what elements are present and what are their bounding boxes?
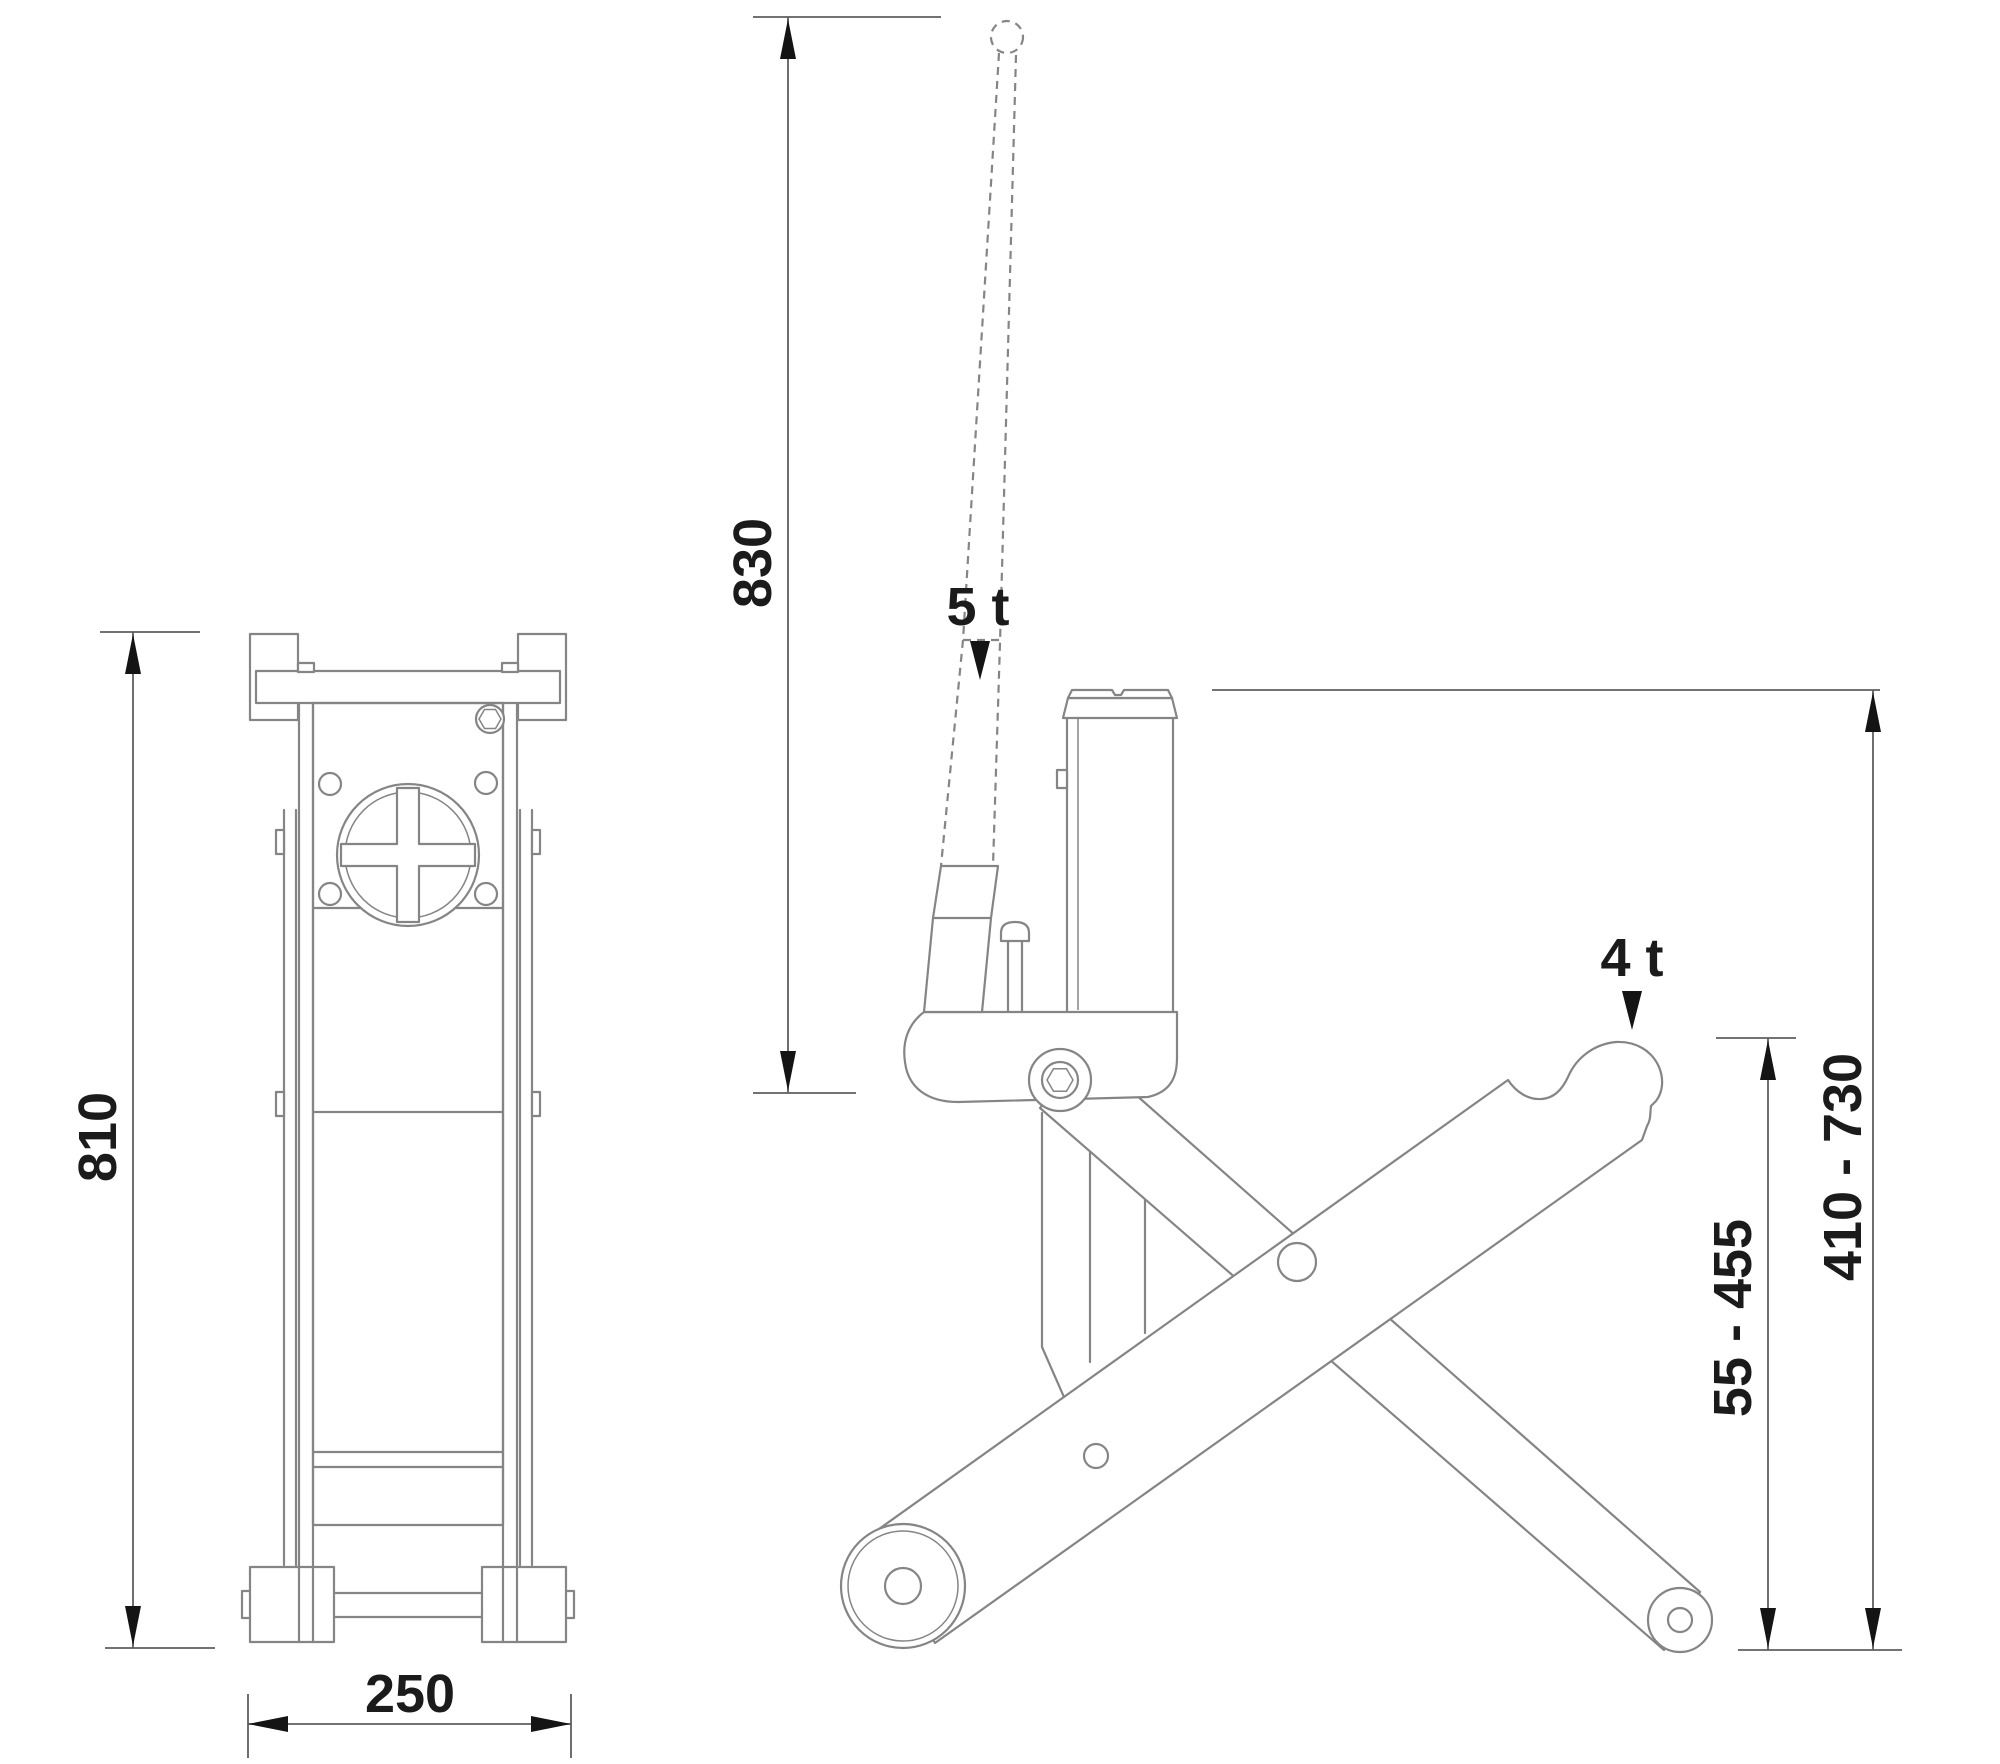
dim-810-arrow-down <box>125 1606 141 1646</box>
cylinder-flange <box>1061 696 1179 720</box>
hex-bolt-facets <box>478 708 502 730</box>
dimension-410-730: 410 - 730 <box>1813 690 1881 1650</box>
dim-830-arrow-up <box>780 19 796 59</box>
dimension-810: 810 <box>68 631 215 1649</box>
dim-410-730-arrow-down <box>1865 1608 1881 1648</box>
side-view: 830 55 - 455 410 - 730 <box>723 16 1902 1654</box>
bolt-upper-right <box>473 770 499 796</box>
dim-410-730-arrow-up <box>1865 692 1881 732</box>
release-valve-cap <box>999 920 1031 943</box>
handle-shaft <box>939 52 1018 867</box>
label-5t: 5 t <box>946 577 1010 680</box>
bolt-lower-left <box>317 881 343 907</box>
label-4t-arrow <box>1622 991 1642 1030</box>
cylinder-walls <box>1065 716 1175 1014</box>
clamp-plate <box>317 703 506 928</box>
pivot-hex-bolt <box>1046 1067 1074 1093</box>
handle-phantom <box>939 19 1025 867</box>
bolt-upper-left <box>317 771 343 797</box>
dim-250-label: 250 <box>365 1664 455 1724</box>
label-4t-text: 4 t <box>1600 928 1663 988</box>
scissor-center-pivot-hole <box>1276 1241 1318 1283</box>
dim-55-455-arrow-down <box>1760 1608 1776 1648</box>
front-view: 810 <box>68 631 576 1758</box>
pivot-boss-inner <box>1040 1060 1080 1100</box>
side-wheel-hub <box>883 1566 923 1606</box>
arm-pin-hole <box>1082 1442 1110 1470</box>
dim-250-lines <box>247 1694 572 1758</box>
cylinder-side-tab <box>1055 768 1069 790</box>
saddle-plate <box>254 669 562 705</box>
side-plates <box>282 808 534 1567</box>
lift-arm-front-with-pad <box>870 1040 1664 1645</box>
dim-830-lines <box>753 16 941 1094</box>
dim-410-730-label: 410 - 730 <box>1813 1053 1873 1281</box>
cross-hole <box>339 786 477 924</box>
saddle-plate-tabs <box>296 661 520 674</box>
dim-55-455-lines <box>1716 1037 1796 1650</box>
label-5t-arrow <box>970 641 990 680</box>
dim-830-arrow-down <box>780 1051 796 1091</box>
dim-810-label: 810 <box>68 1092 128 1182</box>
label-5t-text: 5 t <box>946 577 1009 637</box>
side-wheel-rim <box>847 1530 959 1642</box>
release-valve-stem <box>1006 939 1024 1014</box>
dim-250-arrow-left <box>248 1716 288 1732</box>
rear-roller-hub <box>1666 1606 1694 1634</box>
label-4t: 4 t <box>1600 928 1664 1030</box>
handle-knob <box>989 19 1025 55</box>
hydraulic-cylinder <box>1055 688 1179 1014</box>
dimension-250: 250 <box>247 1664 572 1758</box>
handle-socket <box>922 864 1000 1014</box>
cylinder-top-lip <box>1066 688 1174 700</box>
dimension-830: 830 <box>723 16 941 1094</box>
dim-810-lines <box>100 631 215 1649</box>
dim-55-455-label: 55 - 455 <box>1703 1219 1763 1417</box>
front-wheels <box>240 1565 576 1644</box>
dimension-55-455: 55 - 455 <box>1703 1037 1796 1650</box>
dim-830-label: 830 <box>723 518 783 608</box>
dim-810-arrow-up <box>125 634 141 674</box>
dim-250-arrow-right <box>531 1716 571 1732</box>
dim-55-455-arrow-up <box>1760 1040 1776 1080</box>
side-plate-pivot-tabs <box>274 828 542 1118</box>
bolt-lower-right <box>473 881 499 907</box>
